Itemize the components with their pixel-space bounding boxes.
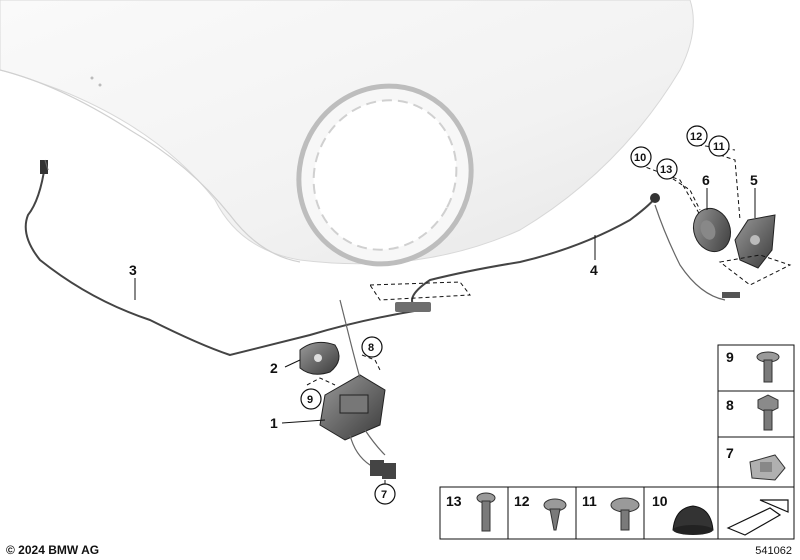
svg-text:13: 13 bbox=[660, 164, 672, 176]
parts-table-bottom: 13 12 11 10 bbox=[439, 486, 795, 540]
svg-text:10: 10 bbox=[634, 152, 646, 164]
callout-3: 3 bbox=[129, 262, 137, 278]
svg-text:8: 8 bbox=[368, 342, 374, 354]
torx-screw-13-icon bbox=[476, 492, 496, 532]
release-knob-6 bbox=[692, 207, 732, 253]
bracket-2 bbox=[299, 341, 340, 375]
circled-callout-11: 11 bbox=[708, 135, 730, 157]
view-arrow-icon bbox=[726, 499, 789, 536]
callout-6: 6 bbox=[702, 172, 710, 188]
hood-lock-1 bbox=[319, 299, 396, 479]
lever-5 bbox=[718, 214, 792, 286]
copyright-text: © 2024 BMW AG bbox=[6, 543, 100, 557]
cable-connector bbox=[369, 281, 471, 312]
diagram-number: 541062 bbox=[755, 545, 792, 557]
callout-4: 4 bbox=[590, 262, 598, 278]
circled-callout-13: 13 bbox=[656, 158, 678, 180]
svg-text:12: 12 bbox=[690, 131, 702, 143]
callout-2: 2 bbox=[270, 360, 278, 376]
parts-table-right: 9 8 7 bbox=[717, 344, 795, 488]
bowden-cable-3 bbox=[24, 159, 421, 357]
table-label-12: 12 bbox=[514, 493, 530, 509]
callout-5: 5 bbox=[750, 172, 758, 188]
table-label-8: 8 bbox=[726, 397, 734, 413]
table-label-9: 9 bbox=[726, 349, 734, 365]
table-label-10: 10 bbox=[652, 493, 668, 509]
bowden-cable-4 bbox=[411, 193, 740, 311]
table-label-13: 13 bbox=[446, 493, 462, 509]
collar-screw-11-icon bbox=[610, 497, 640, 531]
hex-screw-8-icon bbox=[757, 394, 779, 431]
circled-callout-10: 10 bbox=[630, 146, 652, 168]
hood-panel bbox=[0, 0, 694, 267]
callout-1: 1 bbox=[270, 415, 278, 431]
table-label-7: 7 bbox=[726, 445, 734, 461]
svg-text:7: 7 bbox=[381, 489, 387, 501]
svg-text:9: 9 bbox=[307, 394, 313, 406]
clip-nut-7-icon bbox=[749, 454, 786, 481]
circled-callout-7: 7 bbox=[374, 483, 396, 505]
rubber-plug-10-icon bbox=[672, 505, 714, 535]
circled-callout-8: 8 bbox=[361, 336, 383, 358]
circled-callout-9: 9 bbox=[300, 388, 322, 410]
screw-9-icon bbox=[756, 351, 780, 383]
circled-callout-12: 12 bbox=[686, 125, 708, 147]
svg-text:11: 11 bbox=[713, 141, 725, 153]
sheet-screw-12-icon bbox=[543, 498, 567, 531]
table-label-11: 11 bbox=[582, 493, 597, 509]
